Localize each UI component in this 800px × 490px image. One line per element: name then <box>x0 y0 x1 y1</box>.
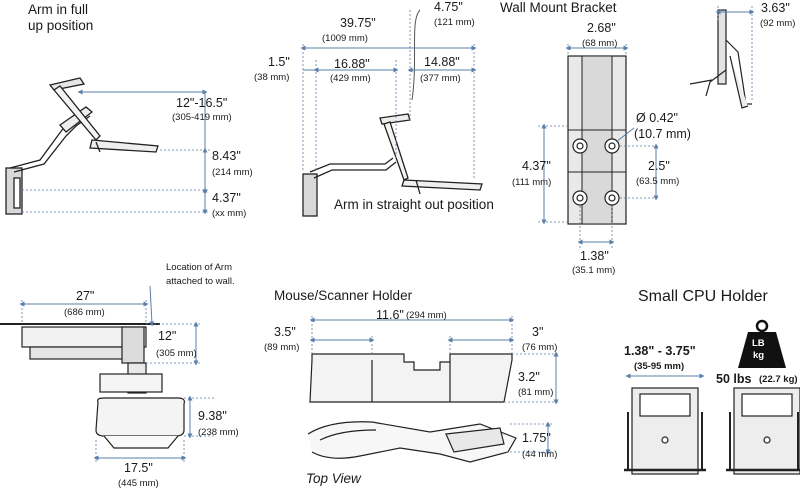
wall-bracket-width-mm: (68 mm) <box>582 38 618 49</box>
arm-straight-drawing <box>302 9 483 217</box>
cpu-holder-range-mm: (35-95 mm) <box>634 361 685 372</box>
top-view-arm-mm: (686 mm) <box>64 307 105 318</box>
top-view-note-line1: Location of Arm <box>166 262 233 273</box>
arm-straight-offset-mm: (38 mm) <box>254 72 290 83</box>
side-view-drawing <box>689 9 752 109</box>
arm-straight-first-mm: (429 mm) <box>330 73 371 84</box>
arm-up-height-mm: (214 mm) <box>212 167 253 178</box>
arm-up-base-mm: (xx mm) <box>212 208 247 219</box>
arm-straight-caption: Arm in straight out position <box>334 197 494 212</box>
arm-up-title-line1: Arm in full <box>28 2 89 17</box>
scanner-holder-caption: Top View <box>306 471 361 486</box>
top-view-dims <box>19 285 214 462</box>
arm-straight-dims <box>300 10 477 180</box>
cpu-holder-left <box>624 387 706 475</box>
scanner-holder-right-dim: 3" <box>532 325 544 339</box>
top-view-depth-mm: (305 mm) <box>156 348 197 359</box>
arm-up-base-dim: 4.37" <box>212 191 241 205</box>
top-view-arm-dim: 27" <box>76 289 95 303</box>
top-view-tray-width-mm: (445 mm) <box>118 478 159 489</box>
arm-up-reach-dim: 12"-16.5" <box>176 96 228 110</box>
top-view-depth-dim: 12" <box>158 329 177 343</box>
weight-icon <box>738 319 786 368</box>
scanner-holder-dims <box>309 316 560 455</box>
wall-bracket-hole-mm: (10.7 mm) <box>634 127 691 141</box>
wall-bracket-dims <box>538 44 660 248</box>
wall-bracket-height-mm: (111 mm) <box>512 177 552 188</box>
weight-icon-label-lb: LB <box>752 338 765 349</box>
arm-straight-offset-dim: 1.5" <box>268 55 290 69</box>
wall-bracket-title: Wall Mount Bracket <box>500 0 617 15</box>
arm-up-dims <box>22 89 210 215</box>
scanner-holder-left-dim: 3.5" <box>274 325 296 339</box>
arm-straight-second-dim: 14.88" <box>424 55 460 69</box>
arm-up-reach-mm: (305-419 mm) <box>172 112 232 123</box>
cpu-holder-title: Small CPU Holder <box>638 288 768 305</box>
top-view-note-line2: attached to wall. <box>166 276 235 287</box>
wall-bracket-vspacing-dim: 2.5" <box>648 159 670 173</box>
scanner-holder-depth-dim: 1.75" <box>522 431 551 445</box>
arm-straight-second-mm: (377 mm) <box>420 73 461 84</box>
bracket-holes <box>572 138 620 206</box>
weight-icon-label-kg: kg <box>753 350 765 361</box>
wall-bracket-height-dim: 4.37" <box>522 159 551 173</box>
arm-up-height-dim: 8.43" <box>212 149 241 163</box>
wall-bracket-hspacing-mm: (35.1 mm) <box>572 265 616 276</box>
scanner-holder-depth-mm: (44 mm) <box>522 449 558 460</box>
top-view-tray-depth-mm: (238 mm) <box>198 427 239 438</box>
scanner-holder-height-mm: (81 mm) <box>518 387 554 398</box>
top-view-tray-depth-dim: 9.38" <box>198 409 227 423</box>
cpu-holder-range-dim: 1.38" - 3.75" <box>624 344 696 358</box>
scanner-holder-title: Mouse/Scanner Holder <box>274 288 413 303</box>
arm-up-drawing <box>5 77 159 215</box>
arm-straight-first-dim: 16.88" <box>334 57 370 71</box>
wall-bracket-hspacing-dim: 1.38" <box>580 249 609 263</box>
wall-bracket-drawing <box>567 55 627 225</box>
wall-bracket-vspacing-mm: (63.5 mm) <box>636 176 680 187</box>
wall-bracket-hole-dim: Ø 0.42" <box>636 111 678 125</box>
scanner-holder-drawing <box>307 353 517 463</box>
scanner-holder-total-mm: (294 mm) <box>406 310 447 321</box>
wall-bracket-width-dim: 2.68" <box>587 21 616 35</box>
cpu-holder-right <box>726 387 800 475</box>
arm-straight-total-dim: 39.75" <box>340 16 376 30</box>
top-view-drawing <box>0 323 185 449</box>
scanner-holder-right-mm: (76 mm) <box>522 342 558 353</box>
cpu-holder-capacity: 50 lbs <box>716 372 752 386</box>
scanner-holder-total-dim: 11.6" <box>376 308 404 322</box>
arm-straight-top-mm: (121 mm) <box>434 17 475 28</box>
cpu-holder-capacity-kg: (22.7 kg) <box>759 374 798 385</box>
arm-up-title-line2: up position <box>28 18 94 33</box>
arm-straight-top-dim: 4.75" <box>434 0 463 14</box>
scanner-holder-height-dim: 3.2" <box>518 370 540 384</box>
scanner-holder-left-mm: (89 mm) <box>264 342 300 353</box>
side-view-depth-dim: 3.63" <box>761 1 790 15</box>
side-view-depth-mm: (92 mm) <box>760 18 796 29</box>
side-view-dims <box>715 6 755 100</box>
arm-straight-total-mm: (1009 mm) <box>322 33 368 44</box>
top-view-tray-width-dim: 17.5" <box>124 461 153 475</box>
